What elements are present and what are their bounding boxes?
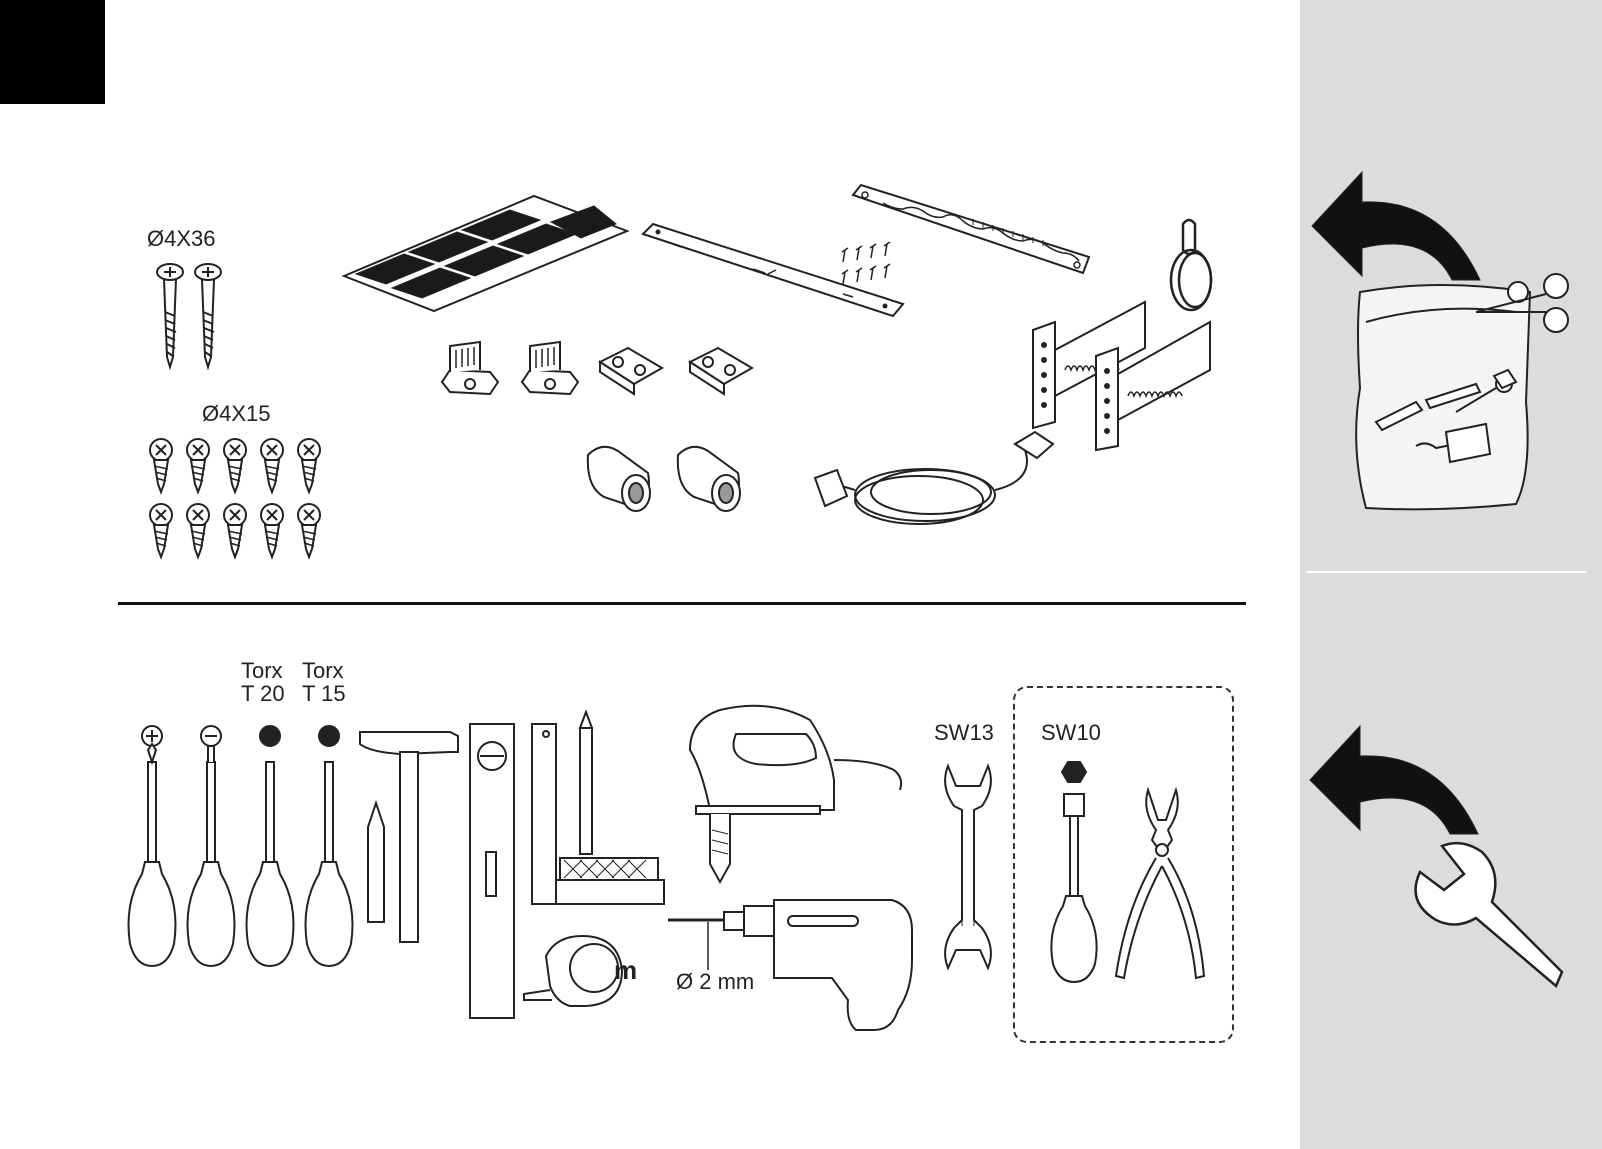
spirit-level	[468, 722, 518, 1022]
page-corner-tab	[0, 0, 105, 104]
wrench-icon	[1412, 842, 1562, 982]
felt-pads-sheet	[344, 196, 629, 316]
jigsaw	[690, 700, 915, 890]
hammer-and-punch	[358, 722, 468, 952]
short-screws-illustration	[143, 440, 333, 565]
ruler-plate	[853, 185, 1093, 277]
curved-arrow-icon	[1312, 172, 1482, 282]
optional-socket-label: SW10	[1041, 721, 1101, 745]
parts-bag-icon	[1356, 272, 1602, 512]
screw-long-label: Ø4X36	[147, 227, 216, 251]
screwdrivers-illustration	[130, 722, 360, 952]
wall-bracket-2	[1088, 316, 1213, 451]
nut-driver	[1046, 760, 1106, 982]
side-cutter-pliers	[1112, 786, 1212, 982]
torx-t20-label-line1: Torx	[241, 659, 283, 683]
torx-t15-label-line2: T 15	[302, 682, 346, 706]
try-square	[530, 708, 670, 908]
torx-t15-label-line1: Torx	[302, 659, 344, 683]
curved-arrow-icon-2	[1310, 726, 1480, 836]
power-cord	[815, 430, 1055, 540]
screw-short-label: Ø4X15	[202, 402, 271, 426]
wrench-label: SW13	[934, 721, 994, 745]
side-panel-divider	[1306, 571, 1586, 573]
long-screws-illustration	[150, 262, 230, 372]
drill-bit-leader-line	[706, 922, 710, 972]
tape-measure-mark: m	[614, 955, 637, 986]
section-divider	[118, 602, 1246, 605]
mounting-clips	[440, 342, 770, 407]
pipe-fittings	[584, 445, 759, 515]
open-end-wrench	[938, 756, 998, 981]
torx-t20-label-line2: T 20	[241, 682, 285, 706]
drill-bit-label: Ø 2 mm	[676, 970, 754, 994]
hose-clamp	[1165, 218, 1227, 318]
